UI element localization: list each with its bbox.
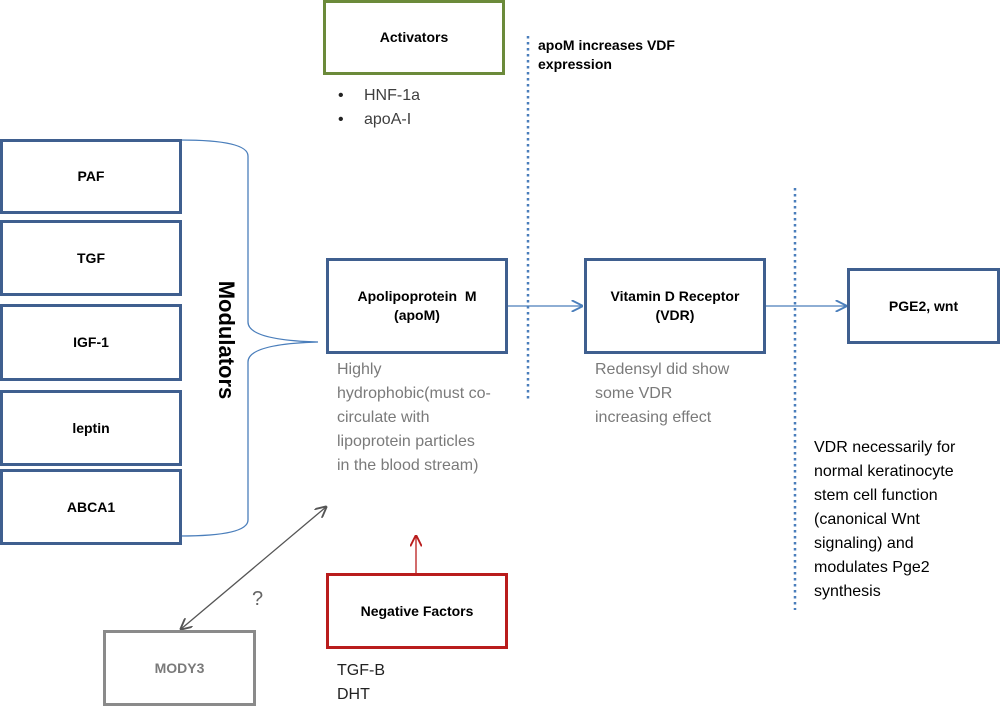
activators-list: HNF-1a apoA-I — [334, 84, 514, 132]
activators-box: Activators — [323, 0, 505, 75]
modulator-label: IGF-1 — [73, 334, 109, 351]
modulator-box-abca1: ABCA1 — [0, 469, 182, 545]
negative-factor-item: TGF-B — [337, 662, 385, 679]
negative-factors-title: Negative Factors — [360, 602, 474, 619]
vdr-abbr: (VDR) — [655, 307, 695, 323]
activator-item: apoA-I — [334, 108, 514, 132]
modulators-brace — [179, 139, 319, 537]
apom-box: Apolipoprotein M (apoM) — [326, 258, 508, 354]
modulator-box-tgf: TGF — [0, 220, 182, 296]
pge2-box: PGE2, wnt — [847, 268, 1000, 344]
apom-abbr: (apoM) — [394, 307, 440, 323]
apom-note: Highly hydrophobic(must co- circulate wi… — [337, 361, 491, 474]
unknown-link-label: ? — [252, 588, 264, 610]
negative-factors-list: TGF-B DHT — [337, 659, 497, 707]
modulator-label: ABCA1 — [66, 498, 116, 515]
vdr-function-note: VDR necessarily for normal keratinocyte … — [814, 439, 956, 600]
pge2-label: PGE2, wnt — [888, 297, 959, 314]
modulator-label: TGF — [77, 249, 105, 266]
apom-name: Apolipoprotein M — [357, 288, 477, 305]
negative-factors-box: Negative Factors — [326, 573, 508, 649]
arrow-mody3-apom — [181, 507, 326, 629]
vdr-box: Vitamin D Receptor (VDR) — [584, 258, 766, 354]
vdr-note: Redensyl did show some VDR increasing ef… — [595, 361, 730, 426]
modulators-title: Modulators — [214, 280, 239, 400]
modulator-label: leptin — [72, 419, 110, 436]
vdr-name: Vitamin D Receptor — [610, 288, 740, 305]
activators-title: Activators — [379, 29, 449, 46]
modulator-box-paf: PAF — [0, 139, 182, 214]
modulator-box-igf1: IGF-1 — [0, 304, 182, 381]
mody3-label: MODY3 — [154, 659, 205, 676]
modulator-label: PAF — [77, 168, 105, 185]
mody3-box: MODY3 — [103, 630, 256, 706]
negative-factor-item: DHT — [337, 686, 370, 703]
modulator-box-leptin: leptin — [0, 390, 182, 466]
activator-item: HNF-1a — [334, 84, 514, 108]
apom-increases-note: apoM increases VDF expression — [538, 37, 675, 72]
